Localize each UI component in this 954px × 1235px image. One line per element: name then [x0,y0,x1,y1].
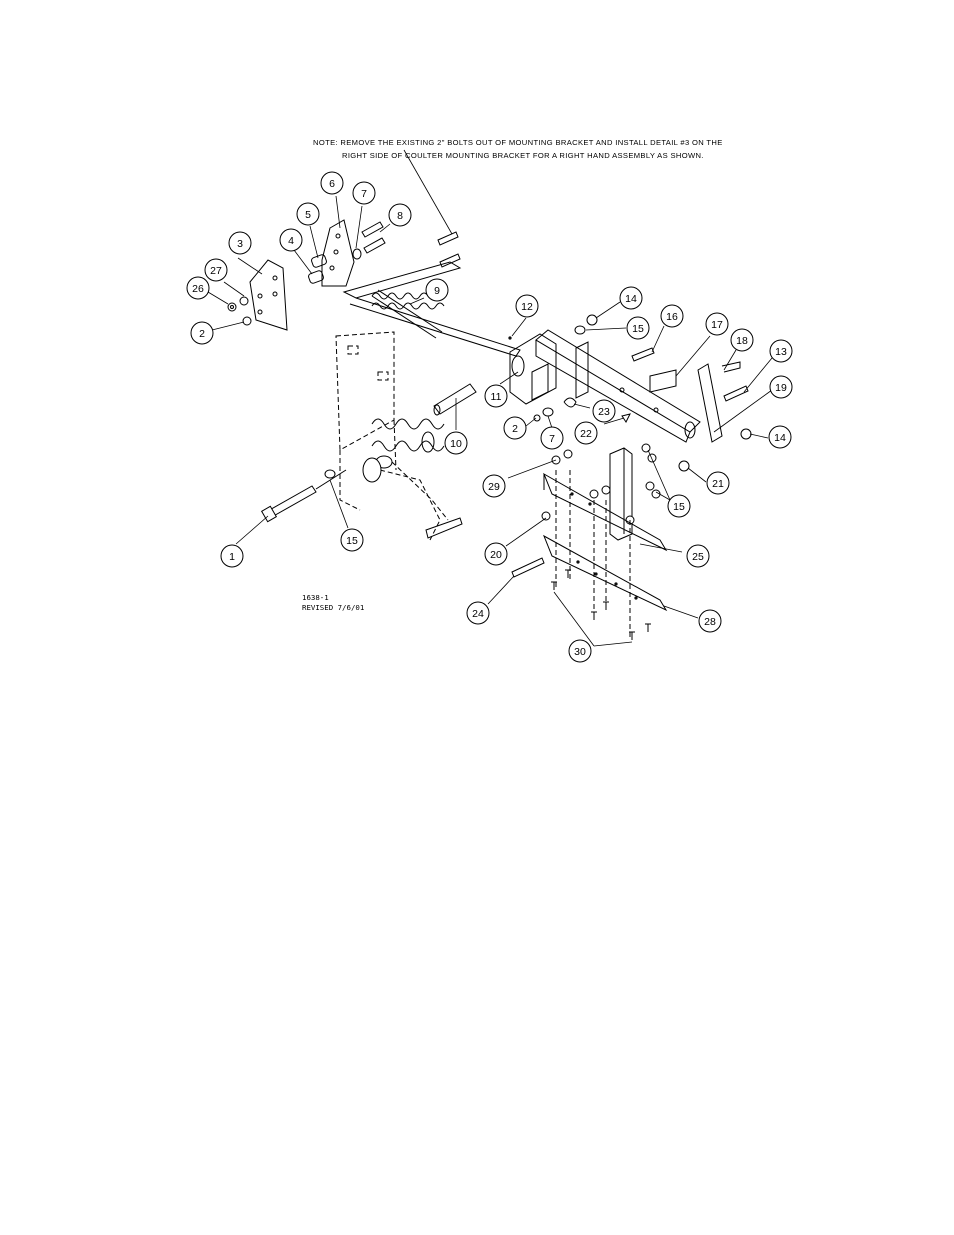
callout-bubble: 6 [321,172,343,194]
callout-number: 5 [305,209,311,221]
callout-number: 7 [549,433,555,445]
callout-bubble: 19 [770,376,792,398]
callout-bubble: 22 [575,422,597,444]
callout-number: 9 [434,285,440,297]
callout-number: 29 [488,481,500,493]
callout-number: 14 [625,293,637,305]
long-bolt [262,470,346,522]
callout-bubble: 18 [731,329,753,351]
callout-bubble: 3 [229,232,251,254]
callout-number: 1 [229,551,235,563]
callout-number: 21 [712,478,724,490]
callout-number: 18 [736,335,748,347]
callout-bubble: 13 [770,340,792,362]
callout-number: 3 [237,238,243,250]
spacer-bushings [308,254,328,284]
callout-bubble: 21 [707,472,729,494]
callout-number: 26 [192,283,204,295]
callout-bubble: 15 [341,529,363,551]
spacer-tube [434,384,476,415]
washer-and-bolts-upper [353,222,460,267]
callout-bubble: 15 [668,495,690,517]
callout-bubble: 15 [627,317,649,339]
callout-number: 28 [704,616,716,628]
callout-number: 7 [361,188,367,200]
callout-number: 17 [711,319,723,331]
callout-number: 15 [632,323,644,335]
callout-bubble: 25 [687,545,709,567]
callout-bubble: 29 [483,475,505,497]
callout-bubble: 2 [504,417,526,439]
callout-number: 10 [450,438,462,450]
callout-bubble: 17 [706,313,728,335]
callout-number: 20 [490,549,502,561]
callout-number: 15 [673,501,685,513]
callout-number: 11 [491,391,502,403]
callout-bubble: 30 [569,640,591,662]
callout-bubble: 7 [353,182,375,204]
pivot-hub [510,334,556,404]
callout-number: 16 [666,311,678,323]
callout-bubble: 28 [699,610,721,632]
callout-number: 30 [574,646,586,658]
callout-bubble: 7 [541,427,563,449]
callout-number: 8 [397,210,403,222]
wear-plates [544,470,666,640]
callout-bubble: 20 [485,543,507,565]
callout-number: 2 [512,423,518,435]
callout-number: 19 [775,382,787,394]
callout-number: 27 [210,265,222,277]
callout-number: 24 [472,608,484,620]
callout-bubble: 16 [661,305,683,327]
callout-number: 15 [346,535,358,547]
existing-coulter-bracket [336,332,462,540]
callout-number: 13 [775,346,787,358]
callout-number: 23 [598,406,610,418]
callout-bubble: 12 [516,295,538,317]
coulter-arm [536,330,740,442]
callout-bubble: 5 [297,203,319,225]
callout-number: 22 [580,428,592,440]
compression-spring [363,419,444,482]
arm-plate [322,220,354,286]
callout-number: 2 [199,328,205,340]
callout-bubble: 2 [191,322,213,344]
callout-bubble: 8 [389,204,411,226]
callout-bubble: 14 [769,426,791,448]
callout-bubble: 14 [620,287,642,309]
callout-bubble: 23 [593,400,615,422]
callout-number: 6 [329,178,335,190]
mounting-bracket-plate [250,260,287,330]
callout-bubble: 24 [467,602,489,624]
callout-number: 25 [692,551,704,563]
callout-bubble: 11 [485,385,507,407]
callout-bubble: 26 [187,277,209,299]
callout-number: 12 [521,301,533,313]
callout-number: 4 [288,235,294,247]
callout-bubble: 10 [445,432,467,454]
callout-number: 14 [774,432,786,444]
callout-bubble: 27 [205,259,227,281]
callout-bubble: 9 [426,279,448,301]
callout-bubble: 1 [221,545,243,567]
shank-and-shoe [610,444,689,540]
nut-hardware-left [228,297,251,325]
callout-bubble: 4 [280,229,302,251]
